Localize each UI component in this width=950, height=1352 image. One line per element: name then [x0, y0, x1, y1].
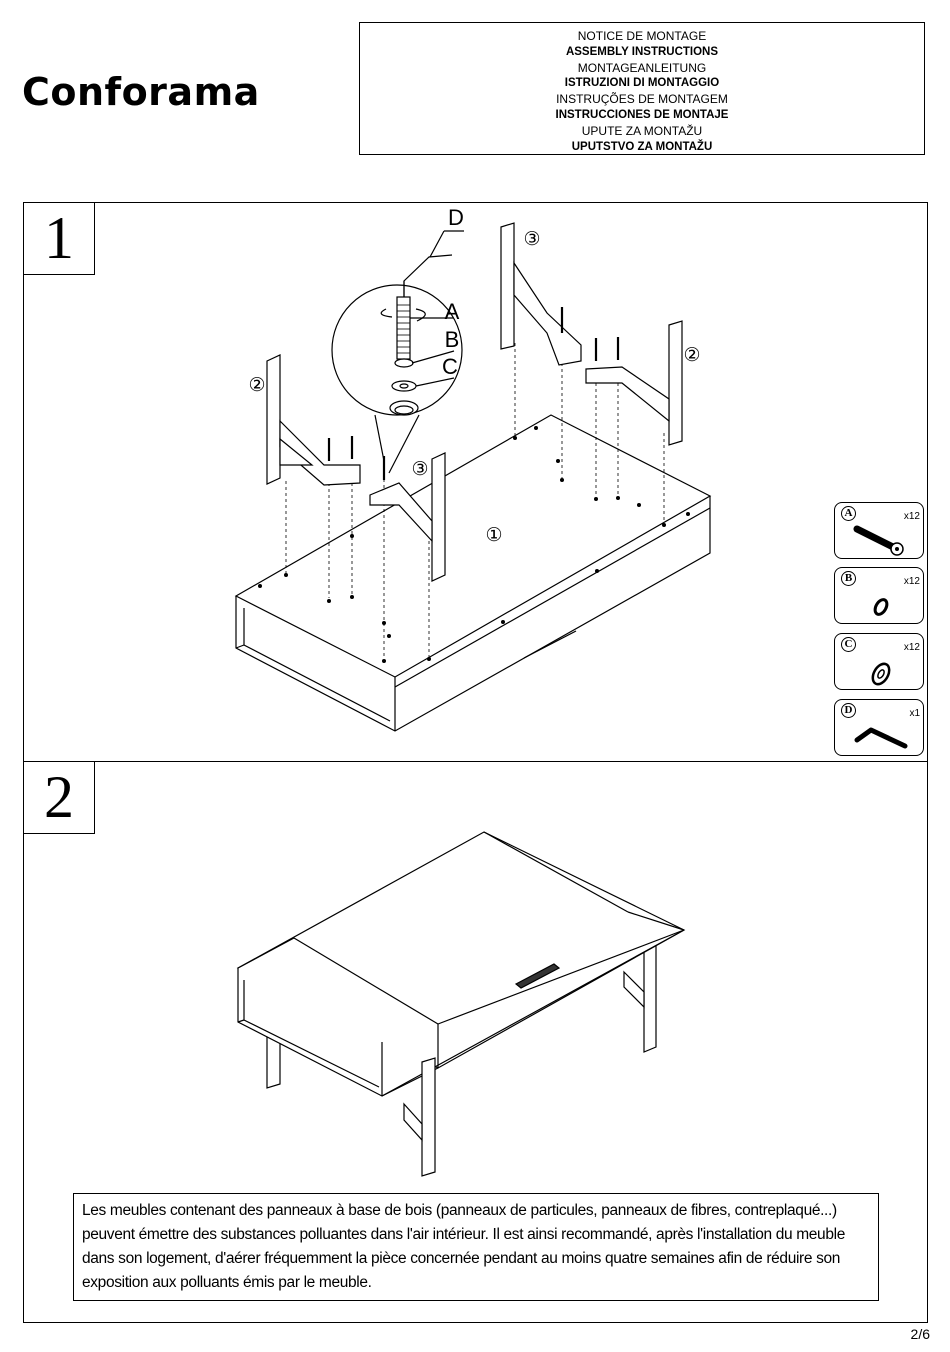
callout-C: C — [442, 354, 458, 379]
step-number: 2 — [24, 762, 95, 834]
hardware-letter: B — [841, 571, 856, 586]
title-line: UPUTSTVO ZA MONTAŽU — [571, 140, 713, 153]
page-number: 2/6 — [910, 1326, 930, 1342]
callout-part-2-left: ② — [248, 375, 265, 396]
hardware-box-D: D x1 — [834, 699, 924, 756]
hardware-qty: x1 — [909, 708, 920, 719]
step-1-panel: 1 — [23, 202, 928, 762]
title-line: INSTRUÇÕES DE MONTAGEM — [556, 92, 728, 107]
callout-B: B — [445, 327, 460, 352]
step-1-illustration: D A B C ② ③ ③ ② ① — [234, 205, 712, 732]
title-line: MONTAGEANLEITUNG — [577, 60, 707, 75]
title-line: NOTICE DE MONTAGE — [577, 29, 707, 43]
hardware-qty: x12 — [903, 576, 920, 587]
hardware-letter: C — [841, 637, 856, 652]
title-line: ASSEMBLY INSTRUCTIONS — [565, 45, 719, 58]
step-number: 1 — [24, 203, 95, 275]
step-2-panel: 2 — [23, 762, 928, 1323]
callout-A: A — [445, 299, 460, 324]
hardware-qty: x12 — [903, 642, 920, 653]
title-line: UPUTE ZA MONTAŽU — [581, 123, 703, 138]
title-box: NOTICE DE MONTAGE ASSEMBLY INSTRUCTIONS … — [359, 22, 925, 155]
bolt-icon — [853, 525, 904, 556]
brand-logo: Conforama — [22, 70, 260, 114]
hardware-qty: x12 — [903, 511, 920, 522]
lock-washer-icon — [873, 598, 889, 616]
step-2-illustration — [236, 831, 686, 1177]
voc-notice: Les meubles contenant des panneaux à bas… — [73, 1193, 879, 1301]
title-line: INSTRUCCIONES DE MONTAJE — [555, 108, 729, 121]
hardware-box-A: A x12 — [834, 502, 924, 559]
title-line: ISTRUZIONI DI MONTAGGIO — [564, 77, 720, 90]
hardware-letter: A — [841, 506, 856, 521]
callout-part-3-front: ③ — [411, 459, 428, 480]
allen-key-icon — [854, 727, 908, 749]
hardware-letter: D — [841, 703, 856, 718]
callout-part-2-right: ② — [683, 345, 700, 366]
flat-washer-icon — [871, 662, 891, 686]
callout-part-3-back: ③ — [523, 229, 540, 250]
callout-D: D — [448, 205, 464, 230]
hardware-box-C: C x12 — [834, 633, 924, 690]
hardware-box-B: B x12 — [834, 567, 924, 624]
callout-part-1: ① — [485, 525, 502, 546]
